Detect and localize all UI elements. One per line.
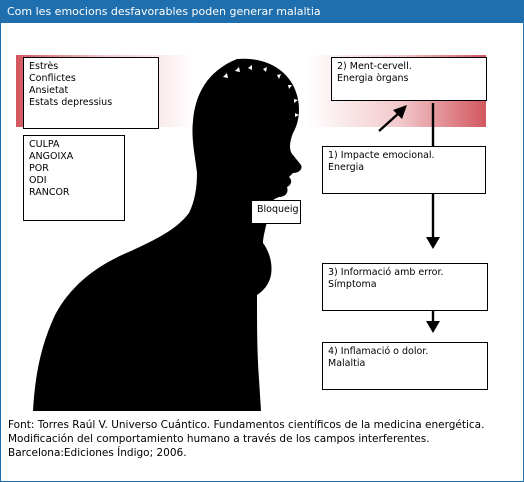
source-line-1: Font: Torres Raúl V. Universo Cuántico. … [8,419,485,431]
emotion-guilt: CULPA [29,139,60,150]
infographic-title: Com les emocions desfavorables poden gen… [1,1,523,23]
step2-box: 2) Ment-cervell. Energia òrgans [331,57,487,101]
energy-dots [223,65,299,117]
step4-subtitle: Malaltia [328,358,366,369]
step4-box: 4) Inflamació o dolor. Malaltia [322,342,488,390]
diagram-area: Estrès Conflictes Ansietat Estats depres… [1,23,523,413]
emotion-anguish: ANGOIXA [29,151,74,162]
step1-box: 1) Impacte emocional. Energia [322,146,486,194]
emotions-box: CULPA ANGOIXA POR ODI RANCOR [23,135,125,221]
emotion-fear: POR [29,163,49,174]
step3-subtitle: Símptoma [328,279,377,290]
step3-box: 3) Informació amb error. Símptoma [322,263,488,311]
stressor-conflicts: Conflictes [29,73,76,84]
emotion-hatred: ODI [29,175,47,186]
source-line-2: Modificación del comportamiento humano a… [8,433,430,445]
person-silhouette [33,58,302,412]
step4-title: 4) Inflamació o dolor. [328,346,429,357]
step1-title: 1) Impacte emocional. [328,150,435,161]
blockage-box: Bloqueig [251,200,301,224]
step3-title: 3) Informació amb error. [328,267,444,278]
arrow-to-step2 [378,105,407,132]
stressor-depression: Estats depressius [29,97,113,108]
stressor-stress: Estrès [29,61,59,72]
stressor-anxiety: Ansietat [29,85,69,96]
step2-subtitle: Energia òrgans [337,73,409,84]
arrow-step3-to-step4 [426,310,440,333]
blockage-label: Bloqueig [257,204,299,215]
emotion-resentment: RANCOR [29,187,70,198]
step1-subtitle: Energia [328,162,365,173]
source-citation: Font: Torres Raúl V. Universo Cuántico. … [8,418,520,460]
step2-title: 2) Ment-cervell. [337,61,412,72]
source-line-3: Barcelona:Ediciones Índigo; 2006. [8,447,187,459]
stressors-box: Estrès Conflictes Ansietat Estats depres… [23,57,159,129]
